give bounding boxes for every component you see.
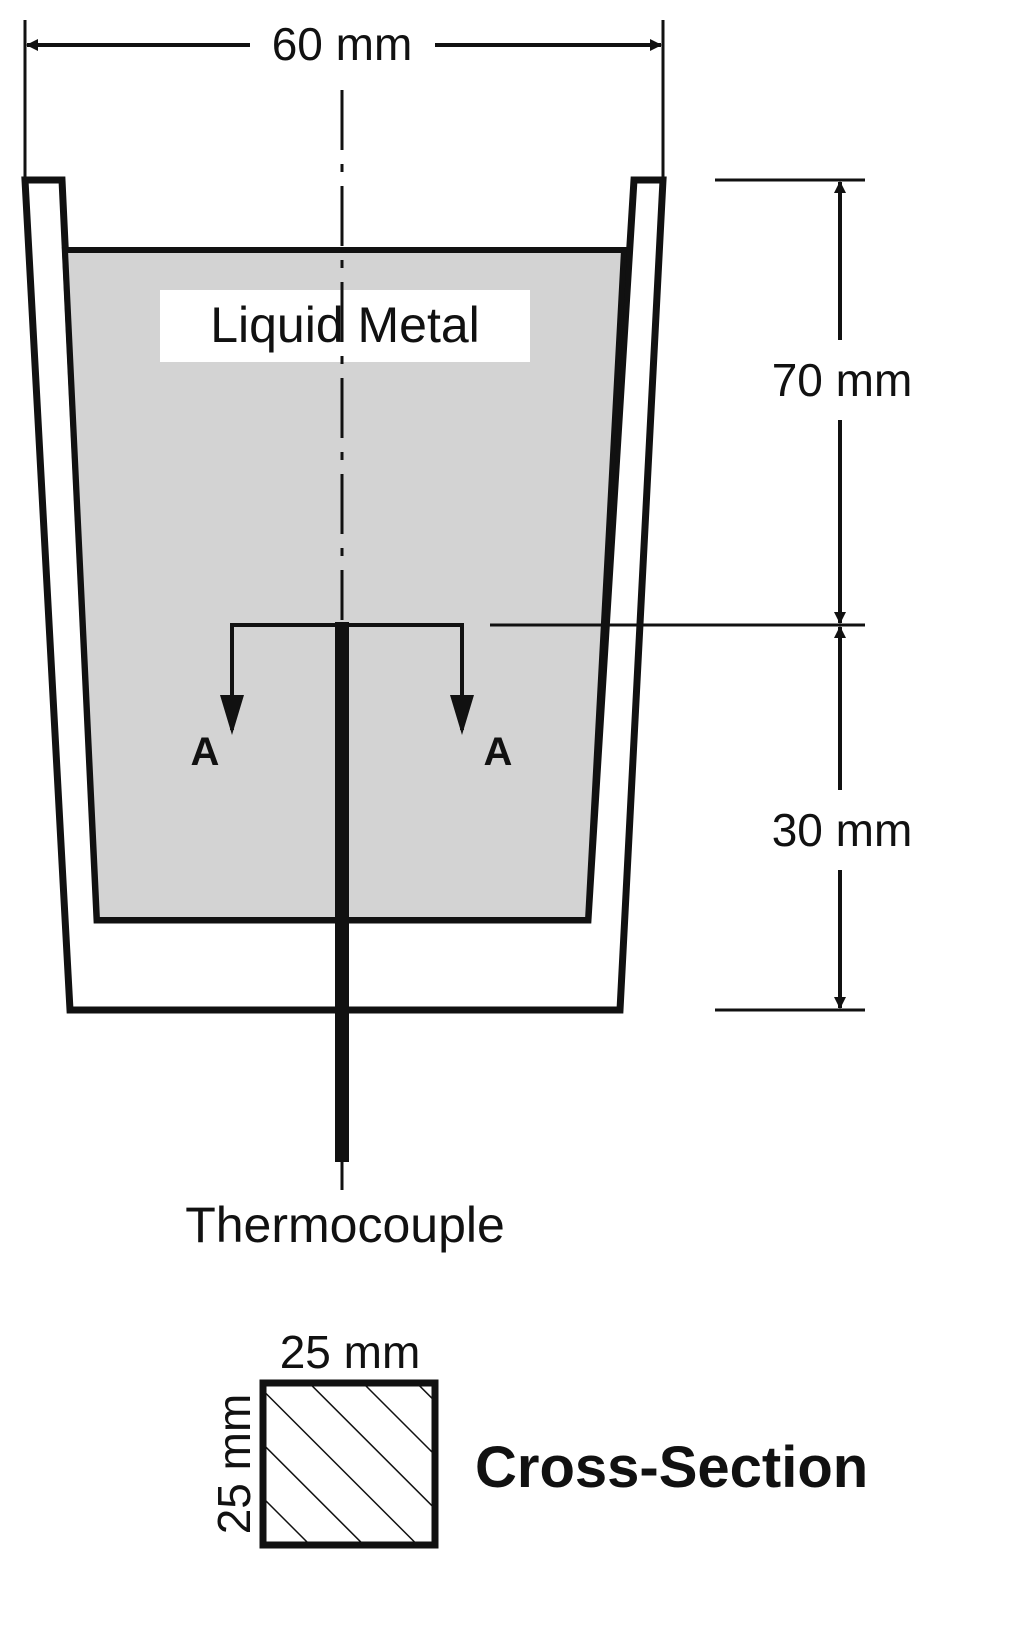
upper-height-label: 70 mm — [772, 354, 913, 406]
cross-section-square — [259, 1379, 439, 1549]
section-arrowhead-right — [450, 695, 474, 735]
section-label-left: A — [191, 730, 220, 774]
cross-section-title: Cross-Section — [475, 1435, 868, 1500]
thermocouple-label: Thermocouple — [185, 1197, 505, 1253]
thermocouple-rod — [335, 622, 349, 1162]
cross-section-width-label: 25 mm — [280, 1326, 421, 1378]
liquid-metal-label: Liquid Metal — [210, 297, 480, 353]
section-label-right: A — [484, 730, 513, 774]
cross-section-hatch — [263, 1383, 435, 1545]
section-arrowhead-left — [220, 695, 244, 735]
cross-section-height-label: 25 mm — [208, 1394, 260, 1535]
liquid-metal-region — [61, 247, 628, 923]
lower-height-label: 30 mm — [772, 804, 913, 856]
liquid-metal-label-background — [160, 290, 530, 362]
top-width-label: 60 mm — [272, 18, 413, 70]
